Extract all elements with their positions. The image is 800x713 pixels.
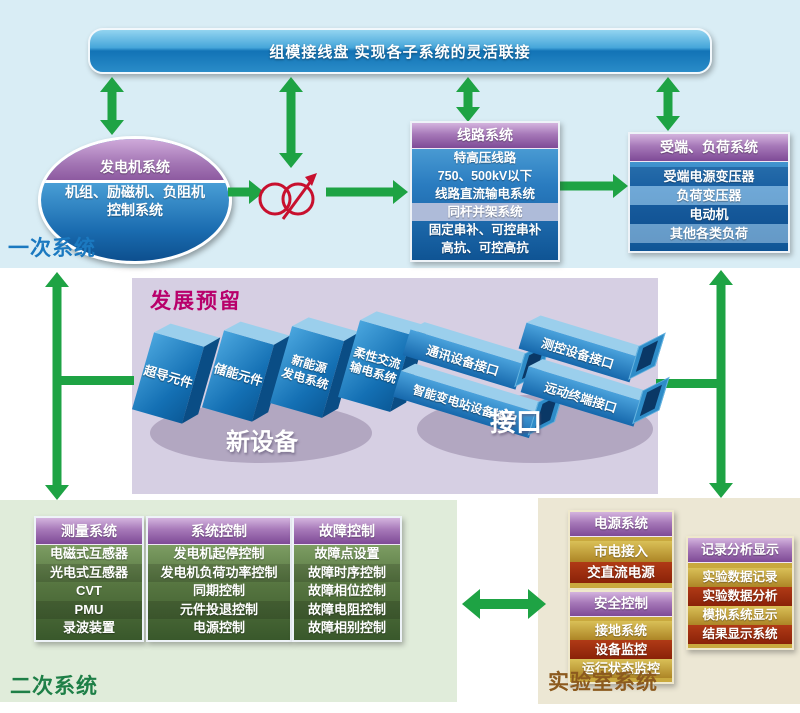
line-system-title: 线路系统 bbox=[412, 123, 558, 149]
list-item: 故障相位控制 bbox=[307, 583, 386, 598]
system-control-box: 系统控制 发电机起停控制 发电机负荷功率控制 同期控制 元件投退控制 电源控制 bbox=[146, 516, 292, 642]
safety-control-box: 安全控制 接地系统 设备监控 运行状态监控 bbox=[568, 590, 674, 684]
list-item: 发电机负荷功率控制 bbox=[148, 563, 290, 582]
list-item: 负荷变压器 bbox=[630, 186, 788, 205]
generator-system-detail: 机组、励磁机、负阻机 控制系统 bbox=[65, 184, 205, 218]
list-item: 故障相别控制 bbox=[307, 620, 386, 635]
arrow-bus-transformer-icon bbox=[278, 77, 304, 168]
load-system-title: 受端、负荷系统 bbox=[630, 134, 788, 162]
list-item: 故障点设置 bbox=[314, 546, 380, 561]
measurement-box: 测量系统 电磁式互感器 光电式互感器 CVT PMU 录波装置 bbox=[34, 516, 144, 642]
arrow-primary-lab-icon bbox=[708, 270, 734, 498]
transformer-icon bbox=[258, 173, 317, 220]
record-display-box: 记录分析显示 实验数据记录 实验数据分析 模拟系统显示 结果显示系统 bbox=[686, 536, 794, 650]
reserve-title: 发展预留 bbox=[150, 290, 242, 313]
list-item: 同期控制 bbox=[192, 583, 245, 598]
power-system-box: 电源系统 市电接入 交直流电源 bbox=[568, 510, 674, 590]
arrow-secondary-lab-icon bbox=[462, 588, 546, 620]
arrow-bus-line-system-icon bbox=[455, 77, 481, 122]
connector-left-reserve bbox=[56, 376, 134, 385]
arrow-line-load-icon bbox=[558, 174, 628, 198]
system-control-title: 系统控制 bbox=[148, 518, 290, 545]
interfaces-caption: 接口 bbox=[490, 407, 543, 437]
list-item: 录波装置 bbox=[62, 620, 115, 635]
list-item: 特高压线路 bbox=[453, 151, 517, 165]
list-item: 运行状态监控 bbox=[570, 659, 672, 678]
list-item: 电源控制 bbox=[192, 620, 245, 635]
list-item: 接地系统 bbox=[570, 621, 672, 640]
load-system-box: 受端、负荷系统 受端电源变压器 负荷变压器 电动机 其他各类负荷 bbox=[628, 132, 790, 253]
generator-system-ellipse: 发电机系统 机组、励磁机、负阻机 控制系统 bbox=[38, 136, 232, 264]
power-system-title: 电源系统 bbox=[570, 512, 672, 537]
list-item: 电磁式互感器 bbox=[49, 546, 128, 561]
list-item: 实验数据记录 bbox=[688, 568, 792, 587]
fault-control-title: 故障控制 bbox=[294, 518, 400, 545]
list-item: 光电式互感器 bbox=[36, 563, 142, 582]
list-item: 受端电源变压器 bbox=[630, 167, 788, 186]
new-devices-caption: 新设备 bbox=[226, 429, 298, 456]
list-item: 元件投退控制 bbox=[148, 600, 290, 619]
arrow-primary-secondary-icon bbox=[44, 272, 70, 500]
lab-section-label: 实验室系统 bbox=[548, 671, 658, 694]
list-item: 电动机 bbox=[630, 205, 788, 224]
generator-system-title: 发电机系统 bbox=[41, 139, 229, 183]
safety-control-title: 安全控制 bbox=[570, 592, 672, 617]
list-item: 线路直流输电系统 bbox=[434, 187, 535, 201]
list-item: 交直流电源 bbox=[570, 562, 672, 583]
list-item: 设备监控 bbox=[570, 640, 672, 659]
arrow-bus-generator-icon bbox=[99, 77, 125, 135]
bus-bar: 组模接线盘 实现各子系统的灵活联接 bbox=[88, 28, 712, 74]
bus-bar-label: 组模接线盘 实现各子系统的灵活联接 bbox=[269, 43, 531, 61]
list-item: 实验数据分析 bbox=[688, 587, 792, 606]
measurement-title: 测量系统 bbox=[36, 518, 142, 545]
list-item: 故障时序控制 bbox=[294, 563, 400, 582]
connector-right-reserve bbox=[656, 379, 720, 388]
list-item: 市电接入 bbox=[570, 541, 672, 562]
list-item: 结果显示系统 bbox=[688, 625, 792, 644]
list-item: 固定串补、可控串补 bbox=[428, 223, 542, 237]
line-system-box: 线路系统 特高压线路 750、500kV以下 线路直流输电系统 同杆并架系统 固… bbox=[410, 121, 560, 262]
list-item: 同杆并架系统 bbox=[412, 203, 558, 221]
list-item: 发电机起停控制 bbox=[173, 546, 265, 561]
list-item: PMU bbox=[36, 600, 142, 619]
list-item: 其他各类负荷 bbox=[630, 224, 788, 243]
arrow-transformer-line-icon bbox=[326, 180, 408, 204]
primary-section-label: 一次系统 bbox=[8, 237, 96, 260]
list-item: CVT bbox=[76, 583, 102, 598]
list-item: 高抗、可控高抗 bbox=[441, 241, 529, 255]
record-display-title: 记录分析显示 bbox=[688, 538, 792, 563]
list-item: 模拟系统显示 bbox=[688, 606, 792, 625]
secondary-section-label: 二次系统 bbox=[10, 675, 98, 698]
fault-control-box: 故障控制 故障点设置 故障时序控制 故障相位控制 故障电阻控制 故障相别控制 bbox=[292, 516, 402, 642]
list-item: 故障电阻控制 bbox=[294, 600, 400, 619]
arrow-bus-load-system-icon bbox=[655, 77, 681, 131]
list-item: 750、500kV以下 bbox=[437, 169, 533, 183]
